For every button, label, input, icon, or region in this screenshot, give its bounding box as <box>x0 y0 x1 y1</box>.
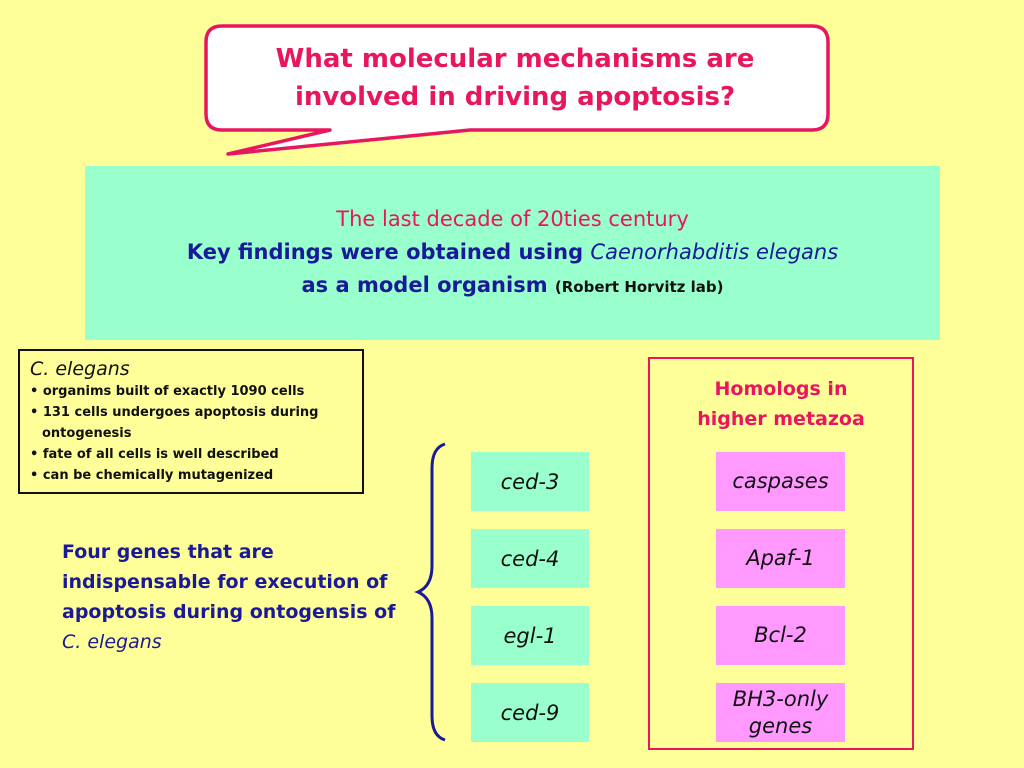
question-title: What molecular mechanisms are involved i… <box>215 40 815 116</box>
curly-brace <box>414 442 446 742</box>
facts-title: C. elegans <box>30 358 130 380</box>
gene-box-ced-4: ced-4 <box>471 529 589 588</box>
header-line-3: as a model organism (Robert Horvitz lab) <box>85 269 940 304</box>
four-genes-sentence: Four genes that are indispensable for ex… <box>62 541 396 623</box>
header-line-2-prefix: Key findings were obtained using <box>186 240 591 264</box>
homolog-box-apaf-1: Apaf-1 <box>716 529 845 588</box>
homolog-box-bcl-2: Bcl-2 <box>716 606 845 665</box>
header-box <box>85 166 940 340</box>
header-line-2: Key findings were obtained using Caenorh… <box>85 236 940 269</box>
four-genes-text: Four genes that are indispensable for ex… <box>62 537 412 657</box>
homolog-box-caspases: caspases <box>716 452 845 511</box>
header-text: The last decade of 20ties century Key fi… <box>85 203 940 304</box>
homologs-title-line-2: higher metazoa <box>697 408 865 430</box>
facts-box: C. elegans organims built of exactly 109… <box>18 349 364 494</box>
homolog-box-bh3-only: BH3-only genes <box>716 683 845 742</box>
fact-item: organims built of exactly 1090 cells <box>30 381 362 402</box>
speech-bubble <box>204 24 830 156</box>
homologs-title: Homologs in higher metazoa <box>648 374 914 434</box>
fact-item: 131 cells undergoes apoptosis during ont… <box>30 402 362 444</box>
gene-box-ced-9: ced-9 <box>471 683 589 742</box>
header-species: Caenorhabditis elegans <box>590 240 839 264</box>
fact-item: fate of all cells is well described <box>30 444 362 465</box>
header-line-1: The last decade of 20ties century <box>336 207 689 231</box>
gene-box-ced-3: ced-3 <box>471 452 589 511</box>
question-line-1: What molecular mechanisms are <box>275 44 755 74</box>
facts-list: organims built of exactly 1090 cells 131… <box>30 381 362 486</box>
homologs-frame <box>648 357 914 750</box>
four-genes-species: C. elegans <box>62 631 162 653</box>
gene-box-egl-1: egl-1 <box>471 606 589 665</box>
question-line-2: involved in driving apoptosis? <box>294 82 736 112</box>
fact-item: can be chemically mutagenized <box>30 465 362 486</box>
header-line-3-prefix: as a model organism <box>301 273 555 297</box>
header-lab: (Robert Horvitz lab) <box>554 278 724 296</box>
homologs-title-line-1: Homologs in <box>714 378 848 400</box>
